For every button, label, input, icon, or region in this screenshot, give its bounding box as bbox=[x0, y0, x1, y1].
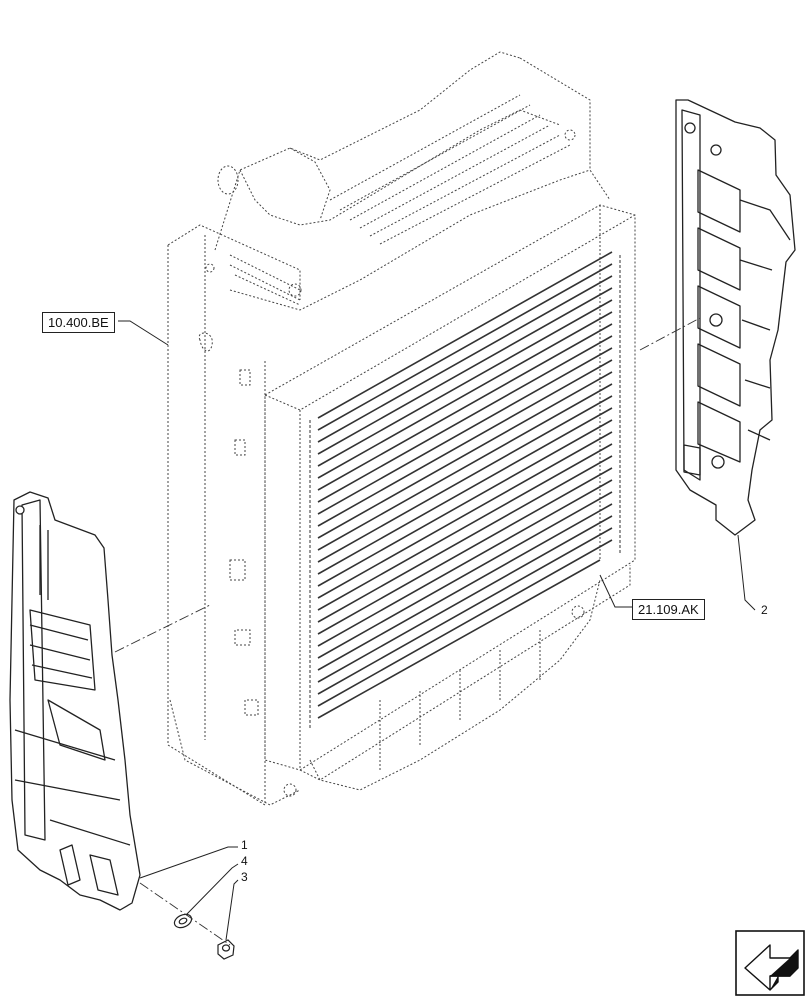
item-number-3: 3 bbox=[241, 870, 248, 884]
reference-callout-10-400-be[interactable]: 10.400.BE bbox=[42, 312, 115, 333]
item-number-1: 1 bbox=[241, 838, 248, 852]
right-side-shield bbox=[675, 99, 796, 536]
left-side-shield bbox=[9, 491, 141, 911]
washer bbox=[173, 913, 193, 929]
item-number-4: 4 bbox=[241, 854, 248, 868]
back-arrow-icon[interactable] bbox=[735, 930, 805, 996]
assembly-center-lines bbox=[114, 317, 701, 946]
radiator-assembly bbox=[167, 51, 636, 806]
reference-callout-21-109-ak[interactable]: 21.109.AK bbox=[632, 599, 705, 620]
leader-lines bbox=[118, 320, 756, 941]
radiator-core bbox=[309, 251, 621, 730]
item-number-2: 2 bbox=[761, 603, 768, 617]
nut bbox=[217, 939, 235, 960]
